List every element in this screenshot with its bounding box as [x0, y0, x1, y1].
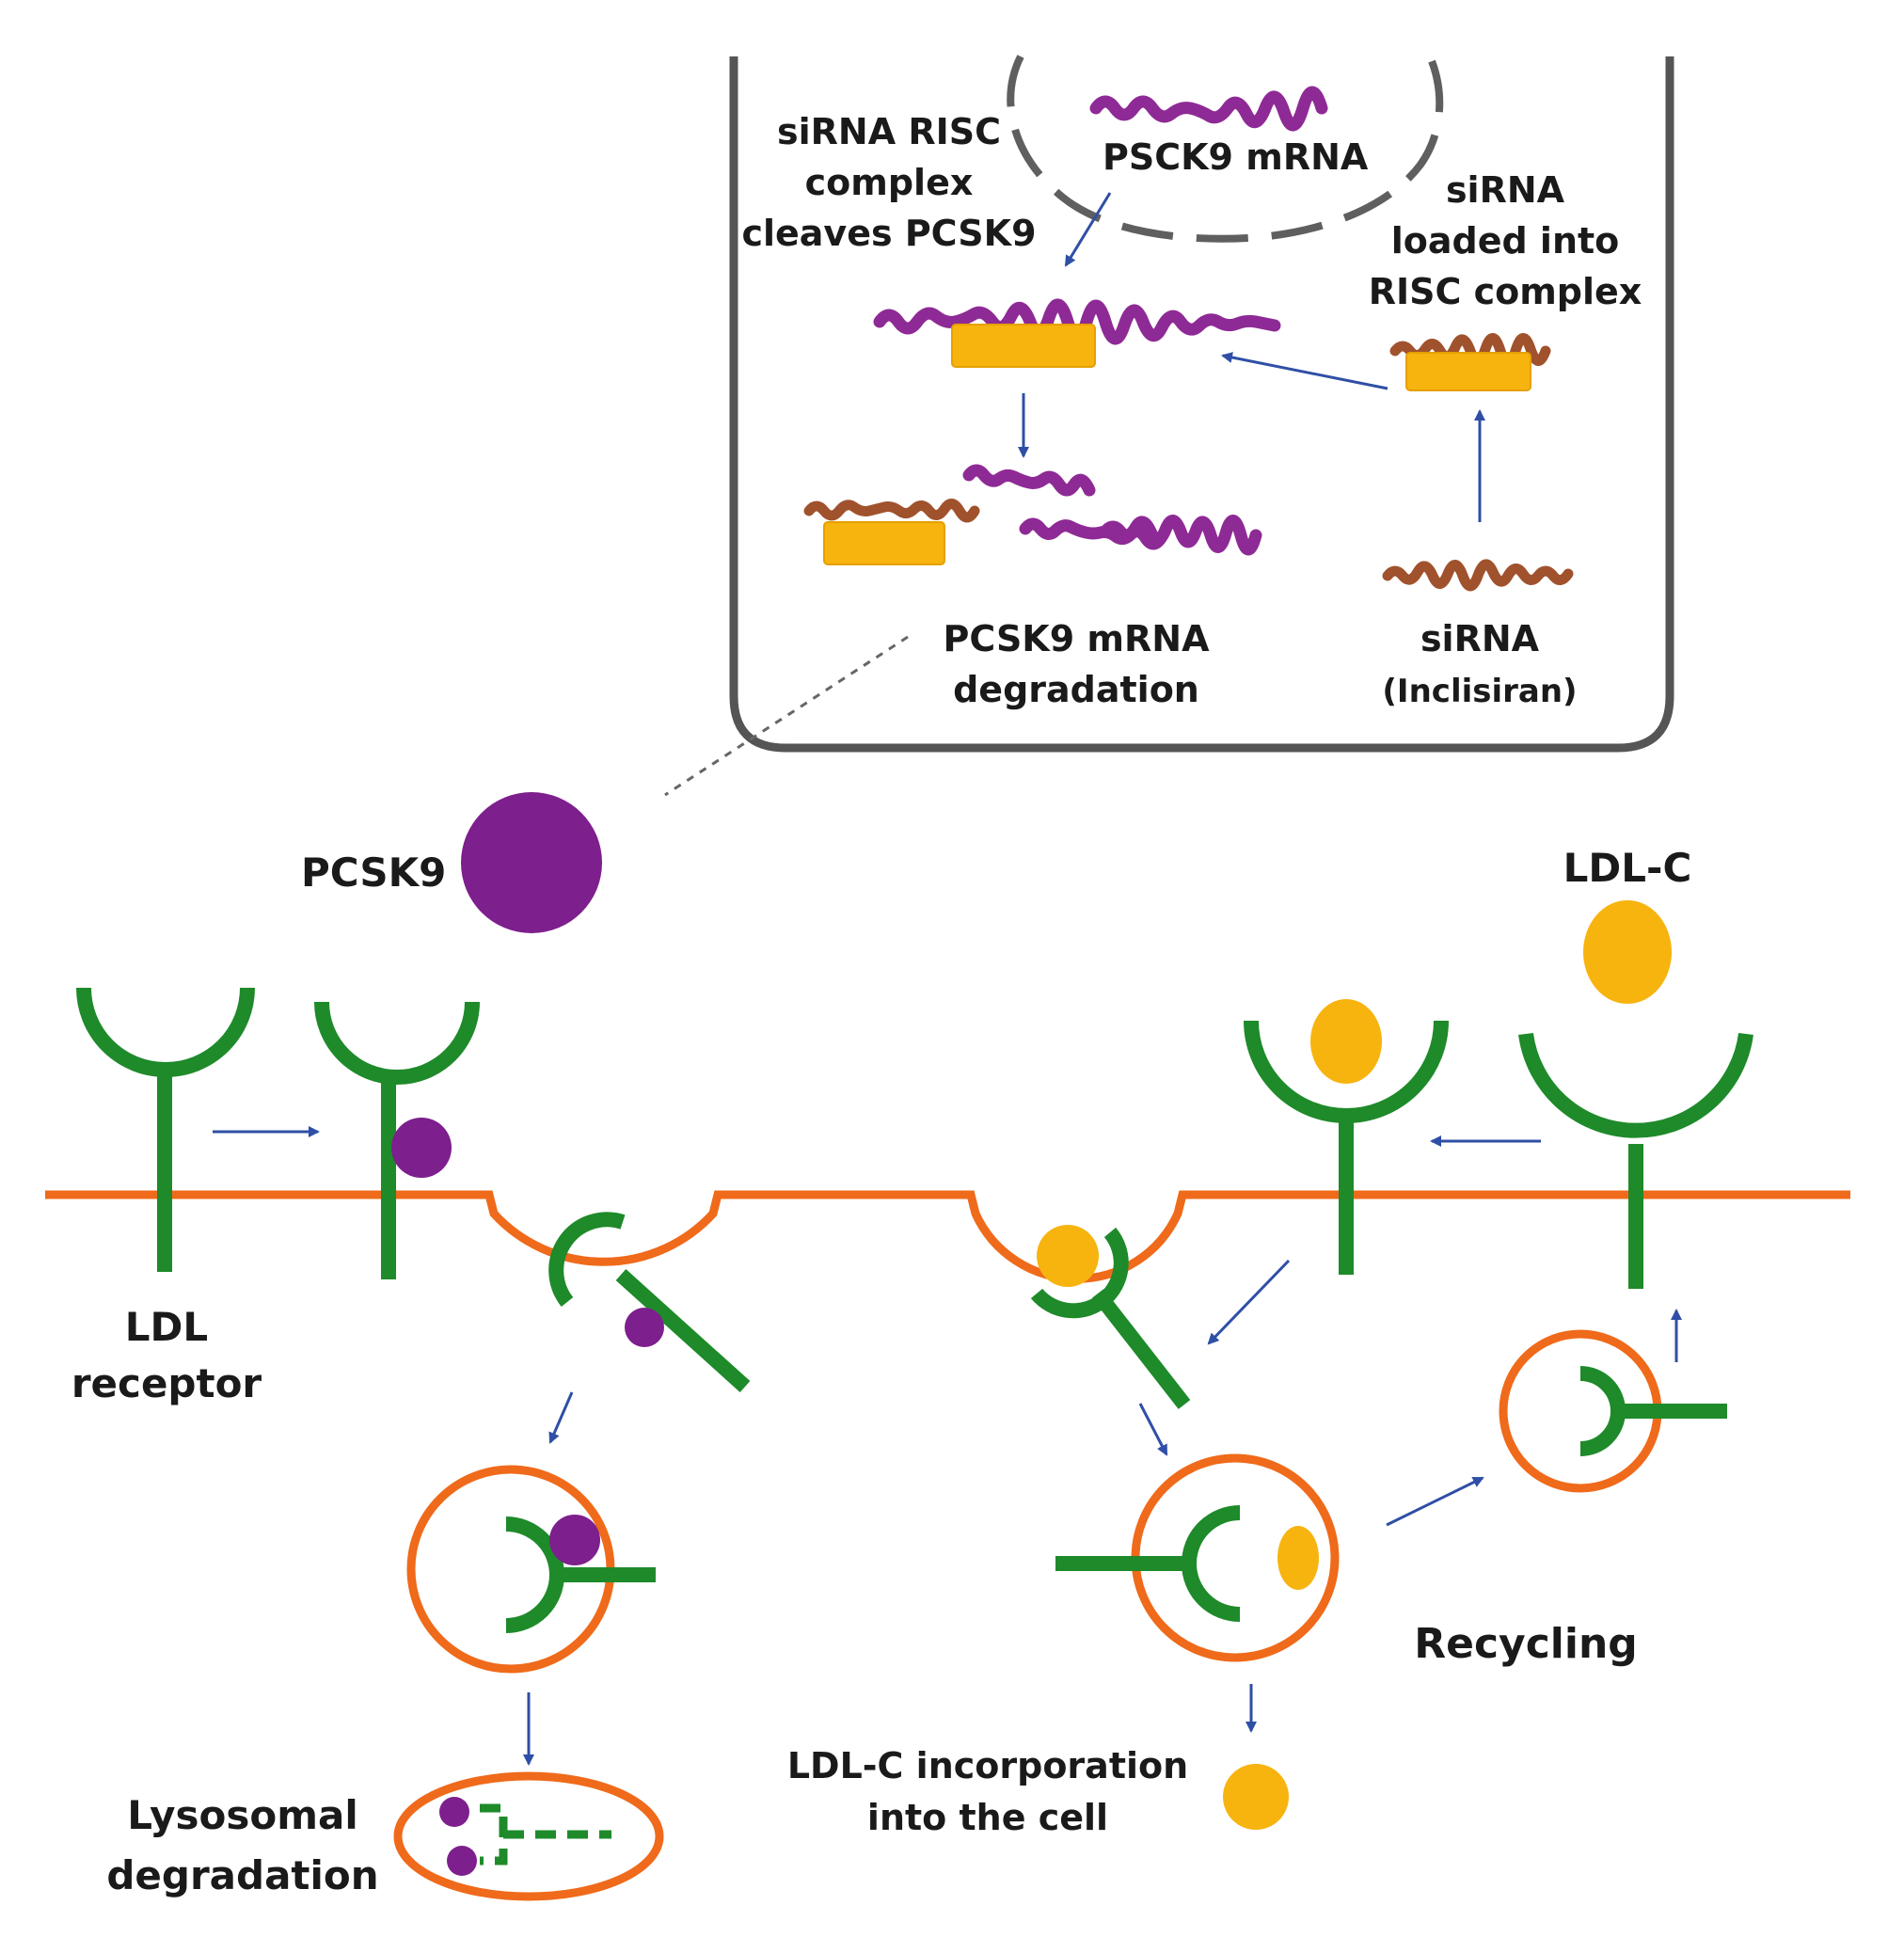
pcsk9-protein — [461, 792, 602, 933]
pcsk9-in-endosome — [549, 1515, 600, 1565]
lysosomal-degradation-label: Lysosomal degradation — [106, 1792, 378, 1898]
lysosome-membrane — [393, 1771, 664, 1901]
risc-loaded-sirna — [1389, 333, 1551, 391]
endosome-ldlc — [1055, 1453, 1340, 1662]
inset-callout-line — [664, 635, 909, 797]
ldl-receptor-endocytosed-pcsk9 — [548, 1212, 751, 1392]
ldl-receptor-line-2: receptor — [71, 1360, 262, 1406]
lysosomal-line-2: degradation — [106, 1852, 378, 1898]
sirna-loaded-label: siRNA loaded into RISC complex — [1369, 169, 1642, 312]
pcsk9-fragment-1 — [439, 1797, 469, 1827]
mrna-degradation-line-1: PCSK9 mRNA — [944, 618, 1211, 659]
endosome-pcsk9 — [406, 1465, 656, 1674]
ldl-receptor-free — [76, 987, 255, 1272]
inclisiran-sirna-strand — [1382, 559, 1574, 592]
receptor-3-cup — [548, 1212, 626, 1307]
incorporation-line-2: into the cell — [867, 1797, 1108, 1838]
cleaved-products — [803, 464, 1262, 565]
ldl-c-label: LDL-C — [1563, 845, 1692, 891]
ldl-c-in-endosome — [1277, 1526, 1319, 1590]
mrna-degradation-label: PCSK9 mRNA degradation — [944, 618, 1211, 710]
risc-cleaves-line-1: siRNA RISC — [777, 111, 1001, 152]
lysosomal-line-1: Lysosomal — [127, 1792, 358, 1838]
incorporation-line-1: LDL-C incorporation — [787, 1745, 1188, 1786]
lysosome — [393, 1771, 664, 1901]
mrna-fragment-1 — [962, 464, 1096, 497]
pcsk9-mrna-strand — [1089, 86, 1328, 132]
incorporation-label: LDL-C incorporation into the cell — [787, 1745, 1188, 1838]
ldl-c-incorporated — [1223, 1764, 1289, 1830]
mrna-fragment-3 — [1099, 515, 1262, 556]
ldl-c-in-pit — [1037, 1225, 1099, 1287]
arrow-receptor-to-pit — [1207, 1259, 1291, 1345]
pcsk9-in-pit — [625, 1308, 664, 1347]
sirna-loaded-line-1: siRNA — [1446, 169, 1565, 211]
cell-membrane — [45, 1190, 1850, 1283]
inset-border — [729, 56, 1674, 753]
arrow-risc-to-mrna — [1221, 352, 1388, 390]
recycling-receptor-cup — [1579, 1366, 1626, 1456]
receptor-6-cup — [1518, 1032, 1753, 1138]
ldl-receptor-recycled — [1518, 1032, 1753, 1289]
ldl-receptor-pcsk9-bound — [314, 1001, 480, 1279]
recycling-vesicle — [1499, 1329, 1727, 1493]
endosome-2-receptor-cup — [1182, 1505, 1241, 1622]
ldl-c-particle — [1583, 900, 1672, 1004]
risc-cleaves-line-3: cleaves PCSK9 — [741, 213, 1036, 254]
risc-complex-free — [823, 521, 945, 565]
sirna-label: siRNA (Inclisiran) — [1382, 618, 1577, 710]
pcsk9-label: PCSK9 — [301, 849, 446, 896]
receptor-4-stalk — [1091, 1289, 1191, 1409]
risc-cleaves-line-2: complex — [805, 162, 974, 203]
pcsk9-mrna-label: PSCK9 mRNA — [1103, 136, 1369, 178]
sirna-line-1: siRNA — [1420, 618, 1540, 659]
arrow-mrna-to-risc — [1064, 192, 1112, 267]
recycling-label: Recycling — [1414, 1620, 1638, 1668]
sirna-loaded-line-3: RISC complex — [1369, 271, 1642, 312]
endosome-1-receptor-cup — [505, 1516, 564, 1633]
nucleus-dashed-outline — [1007, 55, 1444, 243]
mrna-degradation-line-2: degradation — [953, 669, 1199, 710]
risc-complex-loaded — [1405, 352, 1531, 391]
risc-complex-bound — [951, 324, 1096, 368]
risc-bound-mrna — [873, 298, 1281, 368]
ldl-receptor-endocytosed-ldlc — [1030, 1225, 1191, 1409]
ldl-receptor-line-1: LDL — [125, 1304, 208, 1350]
receptor-1-cup — [76, 987, 255, 1077]
degraded-receptor-cup — [480, 1803, 508, 1866]
ldl-receptor-ldlc-bound — [1244, 999, 1449, 1275]
receptor-2-cup — [314, 1001, 480, 1085]
arrow-pit-to-endosome-2 — [1138, 1403, 1168, 1456]
sirna-line-2: (Inclisiran) — [1382, 673, 1577, 710]
pcsk9-fragment-2 — [447, 1846, 477, 1876]
receptor-3-stalk — [615, 1269, 751, 1392]
ldl-receptor-label: LDL receptor — [71, 1304, 262, 1406]
pcsk9-bound-receptor — [391, 1118, 452, 1178]
sirna-mechanism-inset: PSCK9 mRNA siRNA RISC complex cleaves PC… — [729, 55, 1674, 753]
arrow-pit-to-endosome-1 — [548, 1391, 574, 1444]
ldl-c-bound-receptor — [1310, 999, 1382, 1084]
risc-sirna-fragment — [803, 499, 980, 523]
sirna-loaded-line-2: loaded into — [1391, 220, 1620, 262]
arrow-to-recycling — [1386, 1476, 1484, 1527]
risc-cleaves-label: siRNA RISC complex cleaves PCSK9 — [741, 111, 1036, 254]
